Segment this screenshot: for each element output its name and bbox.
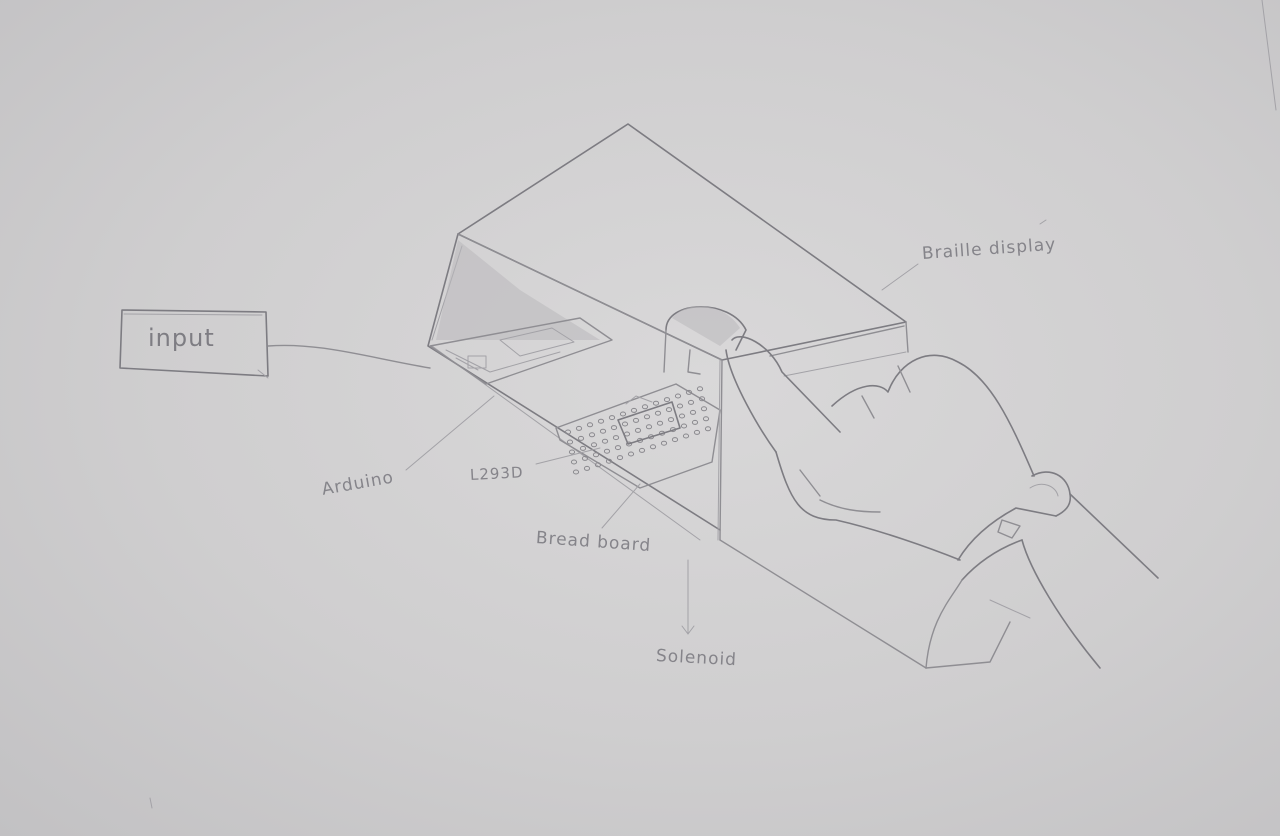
breadboard-hole <box>602 439 607 443</box>
breadboard-hole <box>569 450 574 454</box>
breadboard-hole <box>677 404 682 408</box>
breadboard-hole <box>587 423 592 427</box>
breadboard-hole <box>646 425 651 429</box>
breadboard-holes <box>565 387 710 474</box>
breadboard-hole <box>692 420 697 424</box>
breadboard-hole <box>697 387 702 391</box>
breadboard-hole <box>615 446 620 450</box>
breadboard-hole <box>668 418 673 422</box>
breadboard-hole <box>679 414 684 418</box>
breadboard-hole <box>611 426 616 430</box>
breadboard-hole <box>628 452 633 456</box>
breadboard-hole <box>664 398 669 402</box>
hand-sketch <box>726 337 1158 668</box>
breadboard-hole <box>655 411 660 415</box>
breadboard-hole <box>589 433 594 437</box>
breadboard-hole <box>633 418 638 422</box>
breadboard-hole <box>593 453 598 457</box>
breadboard-hole <box>571 460 576 464</box>
breadboard-hole <box>642 405 647 409</box>
breadboard-hole <box>617 456 622 460</box>
breadboard-hole <box>609 416 614 420</box>
device-box <box>428 124 926 668</box>
breadboard <box>556 384 720 488</box>
breadboard-hole <box>675 394 680 398</box>
breadboard-hole <box>694 430 699 434</box>
breadboard-hole <box>644 415 649 419</box>
stray-mark <box>150 798 152 808</box>
breadboard-hole <box>591 443 596 447</box>
leader-breadboard <box>602 484 640 528</box>
paper-edge <box>1262 0 1276 110</box>
breadboard-hole <box>650 445 655 449</box>
input-wire <box>268 345 430 368</box>
breadboard-hole <box>666 408 671 412</box>
breadboard-hole <box>573 470 578 474</box>
breadboard-hole <box>705 427 710 431</box>
breadboard-hole <box>681 424 686 428</box>
leader-braille <box>882 264 918 290</box>
breadboard-hole <box>635 428 640 432</box>
breadboard-hole <box>701 407 706 411</box>
breadboard-hole <box>613 436 618 440</box>
breadboard-hole <box>580 446 585 450</box>
label-input: input <box>148 324 215 352</box>
breadboard-hole <box>567 440 572 444</box>
breadboard-hole <box>657 421 662 425</box>
breadboard-hole <box>661 441 666 445</box>
breadboard-hole <box>703 417 708 421</box>
breadboard-hole <box>622 422 627 426</box>
breadboard-hole <box>683 434 688 438</box>
stray-mark <box>1040 220 1046 224</box>
breadboard-hole <box>584 466 589 470</box>
breadboard-hole <box>690 410 695 414</box>
breadboard-hole <box>604 449 609 453</box>
breadboard-hole <box>639 448 644 452</box>
label-solenoid: Solenoid <box>655 646 737 670</box>
breadboard-hole <box>620 412 625 416</box>
breadboard-hole <box>653 401 658 405</box>
breadboard-hole <box>578 436 583 440</box>
breadboard-hole <box>576 426 581 430</box>
breadboard-hole <box>598 419 603 423</box>
leader-l293 <box>536 448 600 464</box>
breadboard-hole <box>631 408 636 412</box>
breadboard-hole <box>672 438 677 442</box>
breadboard-hole <box>600 429 605 433</box>
l293-chip <box>618 396 680 444</box>
solenoid <box>664 306 746 540</box>
breadboard-hole <box>688 400 693 404</box>
label-l293: L293D <box>470 463 524 484</box>
leader-arduino <box>406 396 494 470</box>
